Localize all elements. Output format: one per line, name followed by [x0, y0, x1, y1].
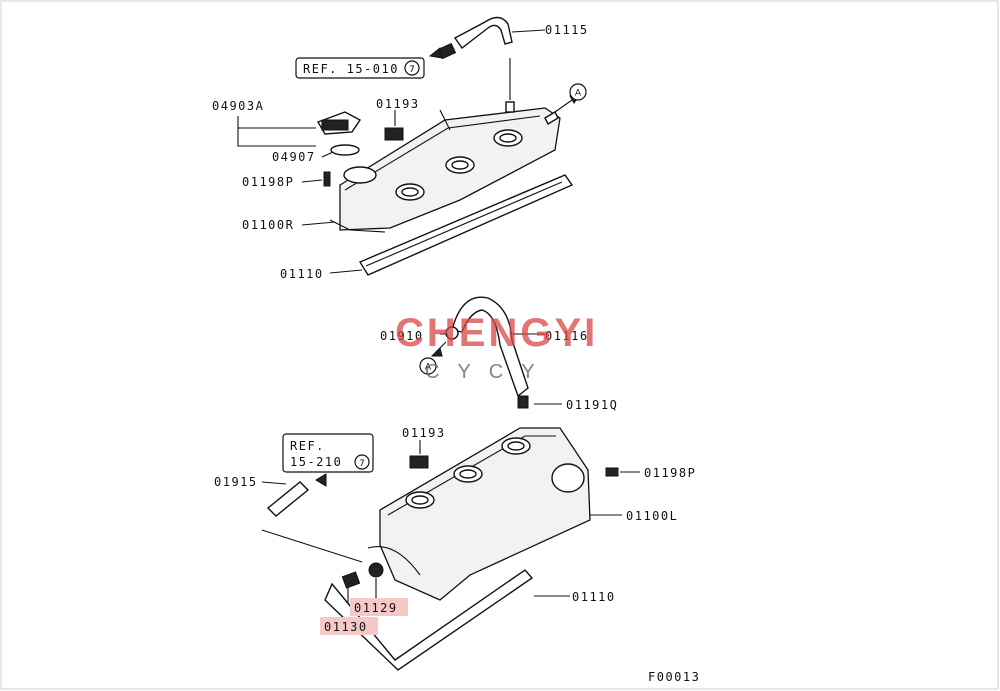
hose-connector-01910	[445, 326, 459, 340]
label-01910: 01910	[380, 329, 424, 343]
leader-04903a	[237, 116, 316, 147]
leader-01915	[261, 481, 287, 485]
cover-end-dome	[551, 463, 585, 493]
label-01193-bottom: 01193	[402, 426, 446, 440]
spark-hole-3-inner	[499, 133, 517, 143]
label-a-top: A	[575, 89, 582, 99]
oil-filler-neck	[343, 166, 377, 184]
spark-hole-1-inner	[401, 187, 419, 197]
label-04903a: 04903A	[212, 99, 264, 113]
highlight-01130	[320, 617, 378, 635]
label-01110-top: 01110	[280, 267, 324, 281]
cover-bracket	[439, 109, 451, 131]
label-04907: 04907	[272, 150, 316, 164]
ref-bottom-num: 7	[359, 459, 365, 469]
top-valve-cover-assembly: A	[237, 16, 587, 276]
label-01100l: 01100L	[626, 509, 678, 523]
label-a-mid: A	[425, 363, 432, 373]
cover-ridge	[344, 115, 541, 191]
clip-01193-top	[384, 127, 404, 141]
hose-01915	[266, 481, 310, 517]
label-01198p-bottom: 01198P	[644, 466, 696, 480]
label-01110-bottom: 01110	[572, 590, 616, 604]
bolt-01198p-top	[323, 171, 331, 187]
spark-hole-6-inner	[507, 441, 525, 451]
leader-04907	[321, 151, 334, 158]
spark-hole-4-inner	[411, 495, 429, 505]
hose-clip-top	[437, 42, 457, 60]
arrow-01915	[315, 473, 327, 487]
circle-a-top	[569, 83, 587, 101]
label-01193-top: 01193	[376, 97, 420, 111]
pcv-port	[544, 111, 559, 125]
label-01191q: 01191Q	[566, 398, 618, 412]
label-01198p-top: 01198P	[242, 175, 294, 189]
pcv-valve-01191q	[517, 395, 529, 409]
label-01116: 01116	[545, 329, 589, 343]
leader-arrow-a-top	[554, 99, 573, 113]
gasket-bottom	[324, 569, 534, 671]
leader-01100r	[301, 221, 336, 226]
ref-top-text: REF. 15-010	[303, 62, 399, 76]
label-01129: 01129	[354, 601, 398, 615]
watermark-sub: CYCY	[425, 361, 553, 383]
figure-code: F00013	[648, 670, 700, 684]
label-01115: 01115	[545, 23, 589, 37]
ref-bottom-line1: REF.	[290, 439, 325, 453]
bolt-01198p-bottom	[605, 467, 619, 477]
rocker-cover-left	[379, 427, 591, 601]
ref-top-num: 7	[409, 65, 415, 75]
clip-01193-bottom	[409, 455, 429, 469]
pcv-nipple	[505, 101, 515, 113]
leader-01198p-top	[301, 179, 323, 183]
spark-hole-5-inner	[459, 469, 477, 479]
label-01915: 01915	[214, 475, 258, 489]
oil-filler-cap-body	[321, 119, 349, 131]
cover-edge	[329, 219, 386, 233]
circle-a-mid	[419, 357, 437, 375]
cover-bracket-left	[367, 546, 421, 576]
leader-01110-top	[329, 269, 363, 274]
arrow-a-mid	[430, 347, 443, 357]
highlight-01129	[350, 598, 408, 616]
ref-box-bottom: REF. 15-210 7	[282, 433, 374, 473]
label-01130: 01130	[324, 620, 368, 634]
spark-hole-2-inner	[451, 160, 469, 170]
cap-gasket	[330, 144, 360, 156]
gasket-top-inner	[365, 181, 563, 267]
part-01129	[368, 562, 384, 578]
part-01130	[341, 571, 361, 589]
watermark-main: CHENGYI	[395, 311, 598, 355]
leader-01915-to-cover	[261, 529, 363, 563]
ref-box-top: REF. 15-010 7	[295, 57, 425, 79]
breather-hose-top	[453, 16, 513, 50]
label-01100r: 01100R	[242, 218, 294, 232]
leader-01115	[511, 29, 546, 33]
bottom-valve-cover-assembly: A	[261, 296, 640, 671]
cover-left-ridge	[387, 435, 556, 516]
ref-bottom-line2: 15-210	[290, 455, 342, 469]
